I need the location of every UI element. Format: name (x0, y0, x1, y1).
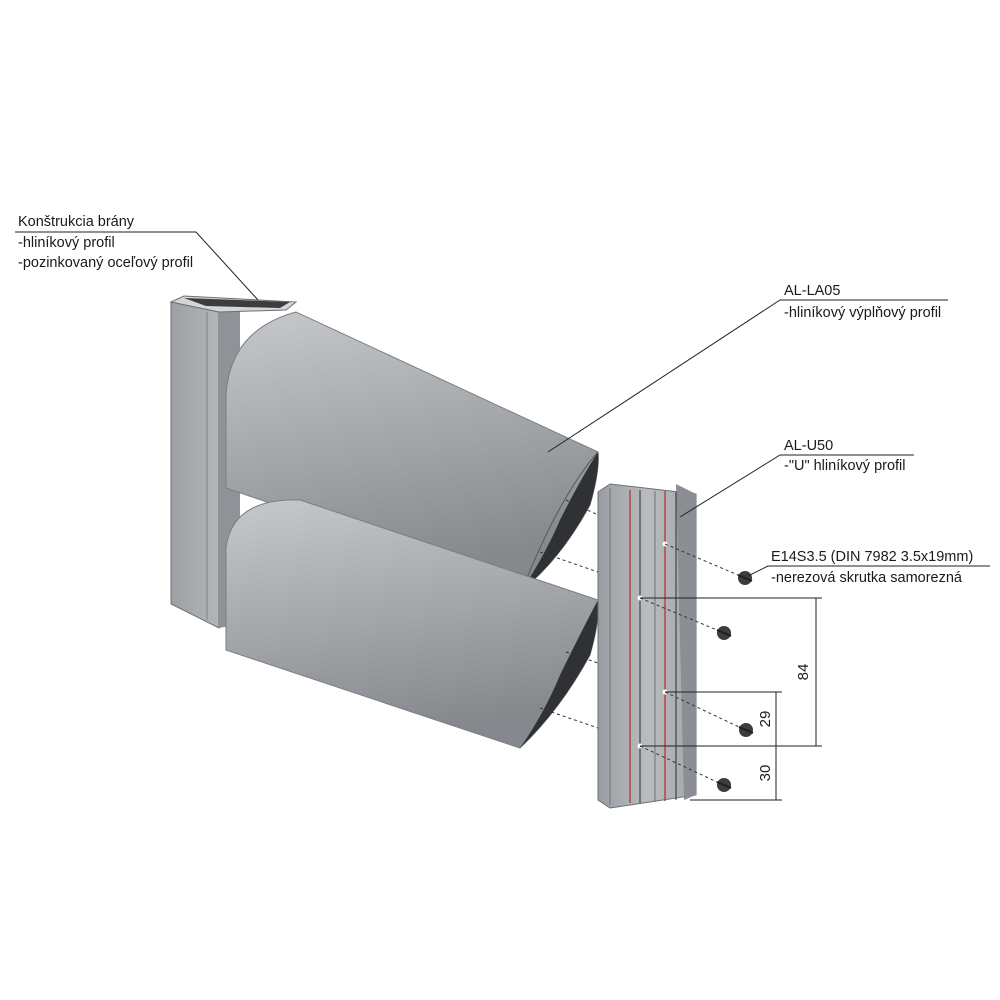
frame-label-title: Konštrukcia brány (18, 214, 135, 230)
screw-label-desc: -nerezová skrutka samorezná (771, 570, 963, 586)
screw-1 (737, 571, 753, 585)
assembly-lines (539, 499, 740, 783)
lamella-label-desc: -hliníkový výplňový profil (784, 305, 941, 321)
lamella-label-code: AL-LA05 (784, 283, 840, 299)
u-profile-label-code: AL-U50 (784, 438, 833, 454)
dimension-lines (640, 597, 822, 801)
frame-label-line1: -hliníkový profil (18, 235, 115, 251)
leader-lines (15, 231, 990, 577)
screw-3 (738, 723, 754, 737)
screw-2 (716, 626, 732, 640)
lamella-profile-lower (225, 499, 599, 749)
u-profile-label-desc: -"U" hliníkový profil (784, 458, 906, 474)
dimension-30: 30 (757, 765, 774, 782)
frame-label-line2: -pozinkovaný oceľový profil (18, 255, 193, 271)
dimension-29: 29 (757, 711, 774, 728)
dimension-84: 84 (795, 664, 812, 681)
lamella-profile-upper (225, 311, 599, 591)
screw-4 (716, 778, 732, 792)
screw-label-code: E14S3.5 (DIN 7982 3.5x19mm) (771, 549, 973, 565)
u-profile (597, 483, 697, 809)
